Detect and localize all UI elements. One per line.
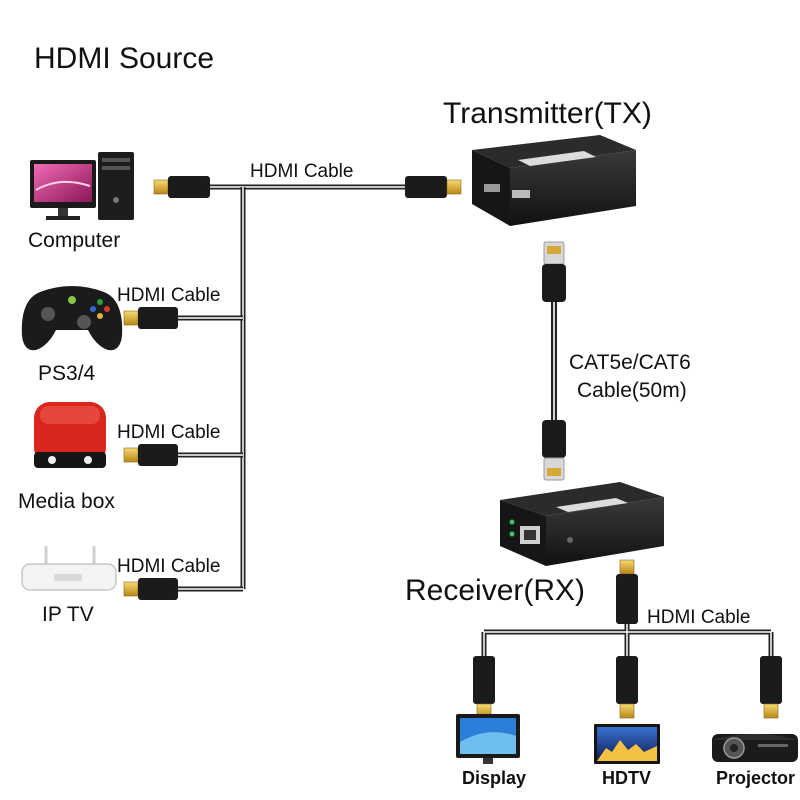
cat-cable-label-line2: Cable(50m): [577, 379, 687, 402]
hdmi-plug: [760, 656, 782, 719]
hdmi-cable-label: HDMI Cable: [117, 422, 221, 443]
hdmi-cable-label: HDMI Cable: [647, 607, 751, 628]
hdmi-cable-label: HDMI Cable: [250, 161, 354, 182]
page-title: HDMI Source: [34, 42, 215, 75]
receiver-box-icon: [500, 482, 664, 566]
display-label: Display: [462, 768, 527, 788]
hdmi-plug: [473, 656, 495, 719]
projector-icon: [712, 734, 798, 762]
cat-cable-label-line1: CAT5e/CAT6: [569, 351, 691, 374]
transmitter-label: Transmitter(TX): [443, 97, 652, 130]
cat-cable: [542, 241, 566, 481]
source-cable-tree: [178, 184, 405, 592]
hdmi-plug: [123, 578, 178, 600]
hdmi-plug: [616, 656, 638, 719]
output-cable-tree: [481, 624, 774, 658]
projector-label: Projector: [716, 768, 796, 788]
hdmi-plug: [123, 307, 178, 329]
iptv-label: IP TV: [42, 603, 94, 626]
tv-icon: [594, 724, 660, 764]
hdmi-plug: [405, 176, 462, 198]
media-box-icon: [34, 402, 106, 468]
hdmi-plug: [123, 444, 178, 466]
transmitter-box-icon: [472, 135, 636, 226]
hdtv-label: HDTV: [602, 768, 651, 788]
receiver-label: Receiver(RX): [405, 574, 586, 607]
computer-label: Computer: [28, 229, 121, 252]
ps-label: PS3/4: [38, 362, 96, 385]
desktop-computer-icon: [30, 152, 134, 220]
hdmi-plug: [616, 559, 638, 624]
gamepad-icon: [21, 286, 123, 351]
monitor-icon: [456, 714, 520, 764]
media-box-label: Media box: [18, 490, 115, 513]
hdmi-plug: [153, 176, 210, 198]
router-icon: [21, 546, 117, 591]
hdmi-cable-label: HDMI Cable: [117, 285, 221, 306]
hdmi-cable-label: HDMI Cable: [117, 556, 221, 577]
